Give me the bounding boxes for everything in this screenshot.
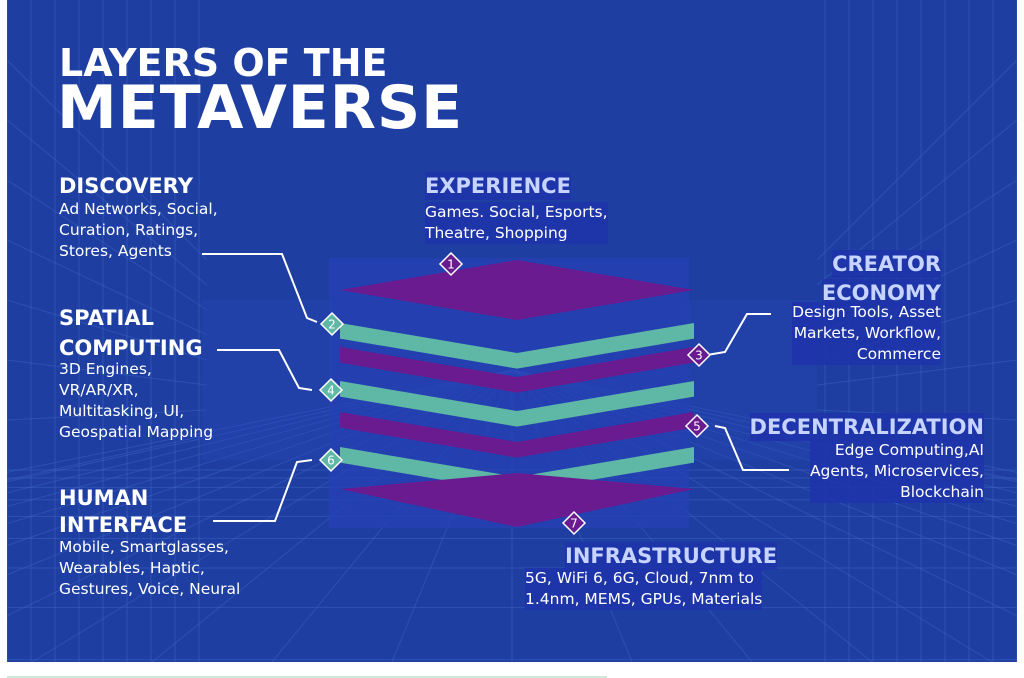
spatial-body: 3D Engines, VR/AR/XR, Multitasking, UI, …: [59, 360, 214, 441]
layer-number-7: 7: [570, 517, 578, 531]
connector-discovery: [202, 253, 318, 323]
connector-creator: [706, 313, 771, 356]
layer-badge-2: [319, 311, 345, 337]
human-body: Mobile, Smartglasses, Wearables, Haptic,…: [59, 538, 241, 598]
creator-body: Design Tools, Asset Markets, Workflow, C…: [792, 302, 941, 365]
layer-4: [340, 381, 694, 427]
layer-badge-4: [318, 377, 344, 403]
experience-body: Games. Social, Esports, Theatre, Shoppin…: [425, 202, 608, 244]
infrastructure-body: 5G, WiFi 6, 6G, Cloud, 7nm to 1.4nm, MEM…: [525, 568, 763, 610]
title-line-2: METAVERSE: [57, 73, 464, 143]
layer-badge-7: [561, 510, 587, 536]
diagram-canvas: 1 2 3 4 5 6 7 LAYERS OF THE METAVERSE EXPERIEN…: [7, 0, 1017, 662]
layer-3: [340, 347, 694, 393]
title-line-1: LAYERS OF THE: [59, 41, 388, 85]
creator-heading-1: CREATOR: [832, 250, 941, 278]
connector-spatial: [217, 349, 313, 391]
experience-heading: EXPERIENCE: [425, 172, 571, 200]
discovery-heading: DISCOVERY: [59, 174, 193, 198]
layer-badge-5: [684, 413, 710, 439]
layer-number-2: 2: [328, 318, 336, 332]
human-heading-1: HUMAN: [59, 486, 149, 510]
layer-number-6: 6: [327, 454, 335, 468]
layer-5: [340, 412, 694, 458]
layer-number-5: 5: [693, 420, 701, 434]
layer-1: [340, 260, 694, 320]
connector-human: [213, 459, 313, 522]
layer-2: [340, 323, 694, 369]
connector-decentral: [714, 425, 789, 471]
layer-number-4: 4: [327, 384, 335, 398]
layer-badge-6: [318, 447, 344, 473]
layer-7: [340, 473, 694, 527]
layer-number-1: 1: [447, 258, 455, 272]
decentralization-heading: DECENTRALIZATION: [749, 413, 984, 441]
spatial-heading-1: SPATIAL: [59, 306, 154, 330]
discovery-body: Ad Networks, Social, Curation, Ratings, …: [59, 200, 218, 260]
layer-badge-1: [438, 251, 464, 277]
bottom-divider: [7, 676, 607, 678]
layer-badge-3: [686, 342, 712, 368]
decentralization-body: Edge Computing,AI Agents, Microservices,…: [809, 440, 984, 503]
human-heading-2: INTERFACE: [59, 513, 188, 537]
layer-number-3: 3: [695, 349, 703, 363]
spatial-heading-2: COMPUTING: [59, 336, 203, 360]
infrastructure-heading: INFRASTRUCTURE: [565, 542, 778, 570]
